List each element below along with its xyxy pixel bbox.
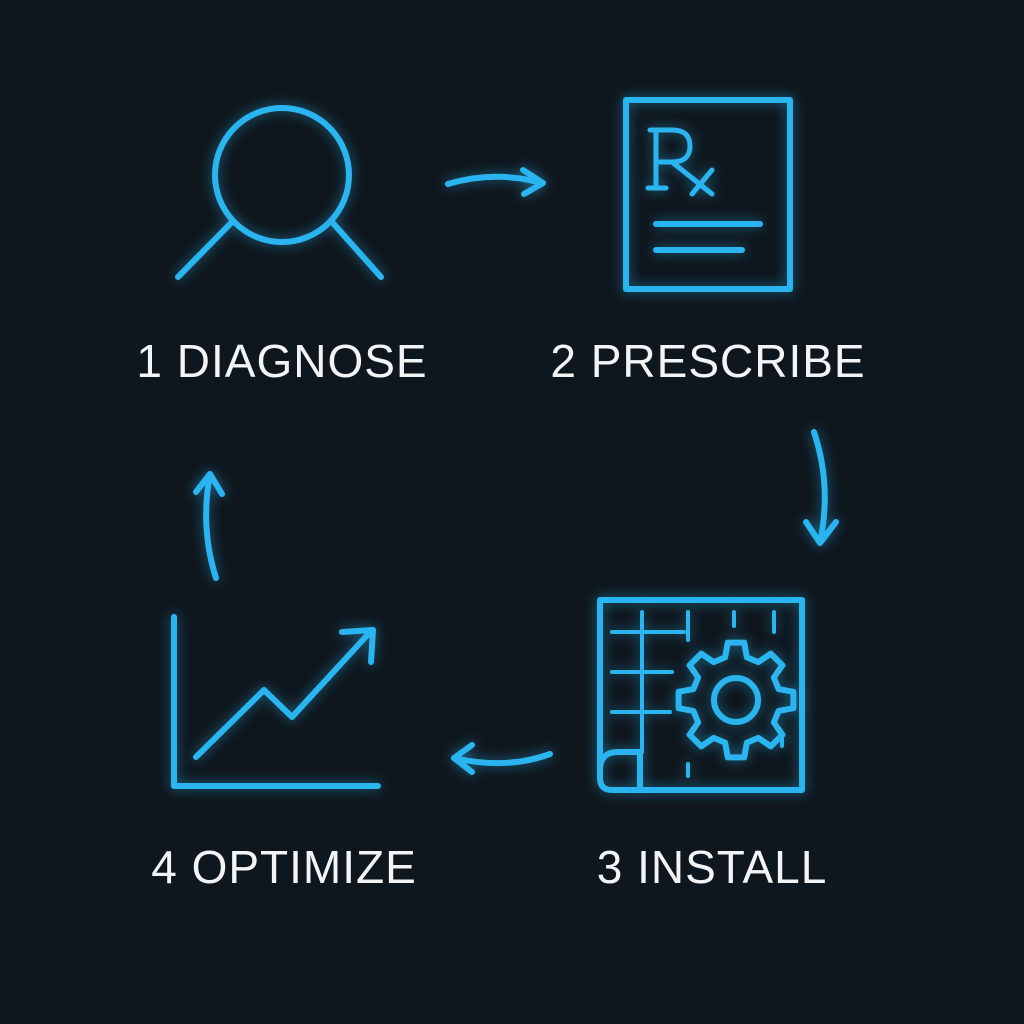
- blueprint-gear-icon: [597, 597, 805, 793]
- rx-symbol-icon: [645, 127, 715, 197]
- prescription-document-icon: [623, 97, 793, 292]
- arrow-optimize-to-diagnose: [193, 471, 225, 581]
- gear-icon: [675, 639, 797, 761]
- magnifier-icon: [175, 105, 384, 280]
- arrow-prescribe-to-install: [803, 429, 839, 546]
- growth-chart-icon: [171, 614, 381, 789]
- step-4-label: 4 OPTIMIZE: [151, 841, 417, 893]
- step-2-label: 2 PRESCRIBE: [550, 335, 866, 387]
- step-1-label: 1 DIAGNOSE: [136, 335, 428, 387]
- arrow-diagnose-to-prescribe: [445, 167, 546, 197]
- arrow-install-to-optimize: [451, 742, 553, 775]
- step-3-label: 3 INSTALL: [596, 841, 828, 893]
- gear-outline: [675, 639, 797, 761]
